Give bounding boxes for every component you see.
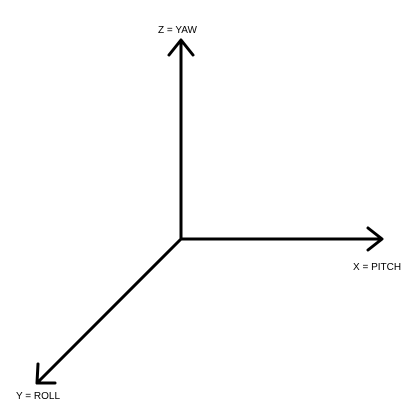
x-axis	[179, 226, 384, 252]
z-axis-arrowhead	[167, 38, 195, 57]
z-axis	[167, 38, 195, 241]
y-axis	[35, 237, 183, 385]
y-axis-label: Y = ROLL	[16, 391, 60, 402]
z-axis-label: Z = YAW	[158, 25, 198, 36]
y-axis-arrowhead	[35, 362, 57, 385]
y-axis-line	[36, 237, 183, 384]
x-axis-arrowhead	[366, 226, 384, 252]
x-axis-label: X = PITCH	[353, 262, 401, 273]
